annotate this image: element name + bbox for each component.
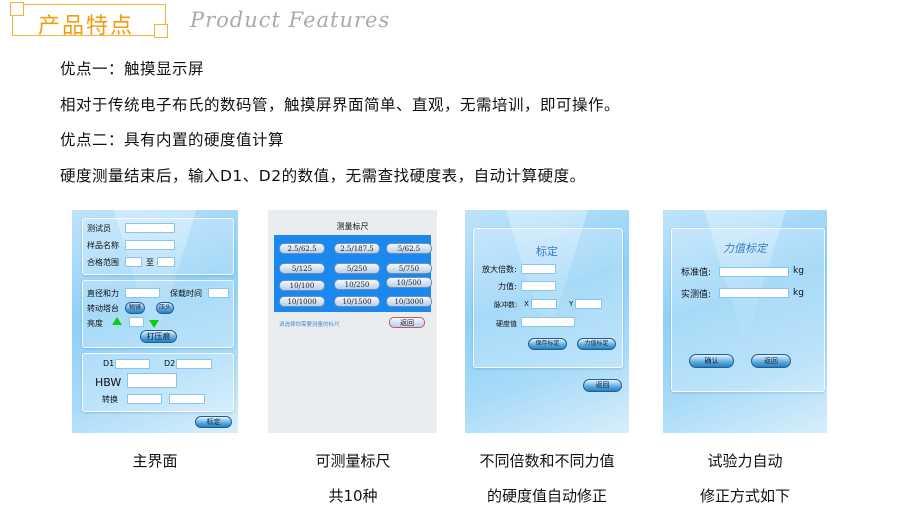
d1-label: D1	[103, 359, 115, 368]
convert-input-2[interactable]	[169, 394, 205, 404]
scale-button[interactable]: 10/250	[334, 279, 380, 290]
convert-label: 转换	[102, 395, 118, 404]
measured-unit: kg	[793, 288, 804, 298]
arrow-down-icon[interactable]	[149, 320, 159, 328]
calibration-title: 标定	[536, 245, 558, 258]
feature-line: 硬度测量结束后，输入D1、D2的数值，无需查找硬度表，自动计算硬度。	[60, 167, 586, 185]
scale-button[interactable]: 2.5/62.5	[279, 243, 325, 254]
scale-button[interactable]: 5/125	[279, 263, 325, 274]
scale-hint: 请选择你需要测量的标尺	[279, 322, 340, 328]
confirm-button[interactable]: 确认	[689, 354, 734, 368]
magnification-label: 放大倍数:	[482, 265, 517, 274]
scale-button[interactable]: 10/3000	[386, 296, 432, 307]
d1-input[interactable]	[115, 359, 150, 369]
pulse-x-input[interactable]	[531, 299, 557, 309]
range-label: 合格范围	[87, 258, 119, 267]
caption: 可测量标尺	[315, 452, 391, 470]
scale-screen-image: 测量标尺 2.5/62.5 2.5/187.5 5/62.5 5/125 5/2…	[268, 210, 437, 433]
caption: 主界面	[132, 452, 178, 470]
feature-line: 优点一：触摸显示屏	[60, 60, 205, 78]
force-label: 直径和力	[87, 289, 119, 298]
brightness-label: 亮度	[87, 319, 103, 328]
range-min-input[interactable]	[125, 257, 142, 267]
scale-button[interactable]: 10/1500	[334, 296, 380, 307]
tester-input[interactable]	[125, 223, 175, 233]
objective-button[interactable]: 物镜	[125, 302, 145, 314]
measured-input[interactable]	[719, 288, 789, 298]
calibrate-button[interactable]: 标定	[195, 416, 232, 428]
range-max-input[interactable]	[157, 257, 175, 267]
hardness-label: 硬度值	[496, 320, 517, 328]
measured-label: 实测值:	[681, 290, 712, 300]
force-label: 力值:	[498, 282, 517, 291]
feature-line: 相对于传统电子布氏的数码管，触摸屏界面简单、直观，无需培训，即可操作。	[60, 96, 621, 114]
caption: 修正方式如下	[699, 487, 790, 505]
d2-label: D2	[164, 359, 176, 368]
hbw-output	[127, 373, 177, 388]
sample-input[interactable]	[125, 240, 175, 250]
tester-label: 测试员	[87, 224, 111, 233]
main-screen-image: 测试员 样品名称 合格范围 至 直径和力 保载时间 转动塔台 物镜 压头 亮度 …	[72, 210, 238, 433]
scale-button[interactable]: 10/500	[386, 277, 432, 288]
pulse-y-input[interactable]	[575, 299, 602, 309]
scale-button[interactable]: 2.5/187.5	[334, 243, 380, 254]
feature-line: 优点二：具有内置的硬度值计算	[60, 131, 285, 149]
force-calibration-button[interactable]: 力值标定	[577, 338, 616, 350]
force-calibration-screen-image: 力值标定 标准值: kg 实测值: kg 确认 返回	[663, 210, 827, 433]
back-button[interactable]: 返回	[583, 379, 622, 392]
scale-button[interactable]: 5/750	[386, 263, 432, 274]
caption: 试验力自动	[707, 452, 783, 470]
x-label: X	[524, 300, 529, 308]
scale-button[interactable]: 10/1000	[279, 296, 325, 307]
standard-input[interactable]	[719, 267, 789, 277]
scale-button[interactable]: 5/62.5	[386, 243, 432, 254]
brightness-input[interactable]	[129, 317, 144, 327]
indent-button[interactable]: 打压痕	[140, 330, 177, 343]
force-input[interactable]	[125, 288, 160, 298]
y-label: Y	[569, 300, 574, 308]
corner-ornament	[10, 2, 24, 16]
section-title: 产品特点	[38, 14, 135, 39]
caption: 的硬度值自动修正	[486, 487, 607, 505]
force-input[interactable]	[521, 281, 556, 291]
back-button[interactable]: 返回	[389, 317, 425, 328]
d2-input[interactable]	[176, 359, 212, 369]
scale-button[interactable]: 5/250	[334, 263, 380, 274]
section-subtitle: Product Features	[190, 8, 391, 32]
range-to-label: 至	[146, 258, 154, 267]
standard-label: 标准值:	[681, 268, 712, 278]
indenter-button[interactable]: 压头	[156, 302, 174, 314]
hbw-label: HBW	[95, 376, 122, 389]
hold-time-input[interactable]	[208, 288, 229, 298]
convert-input-1[interactable]	[127, 394, 162, 404]
scale-title: 测量标尺	[336, 222, 369, 231]
section-header-frame	[10, 2, 168, 38]
scale-button[interactable]: 10/100	[279, 280, 325, 291]
caption: 共10种	[328, 487, 378, 505]
corner-ornament	[154, 24, 168, 38]
calibration-screen-image: 标定 放大倍数: 力值: 脉冲数: X Y 硬度值 保存标定 力值标定 返回	[465, 210, 629, 433]
magnification-input[interactable]	[521, 264, 556, 274]
turret-label: 转动塔台	[87, 304, 119, 313]
standard-unit: kg	[793, 266, 804, 276]
pulse-label: 脉冲数:	[494, 301, 518, 309]
arrow-up-icon[interactable]	[112, 317, 122, 325]
sample-label: 样品名称	[87, 241, 119, 250]
caption: 不同倍数和不同力值	[479, 452, 615, 470]
save-calibration-button[interactable]: 保存标定	[528, 338, 567, 350]
force-calibration-title: 力值标定	[723, 242, 767, 255]
back-button[interactable]: 返回	[751, 354, 791, 368]
hardness-input[interactable]	[521, 317, 575, 327]
hold-time-label: 保载时间	[170, 289, 202, 298]
